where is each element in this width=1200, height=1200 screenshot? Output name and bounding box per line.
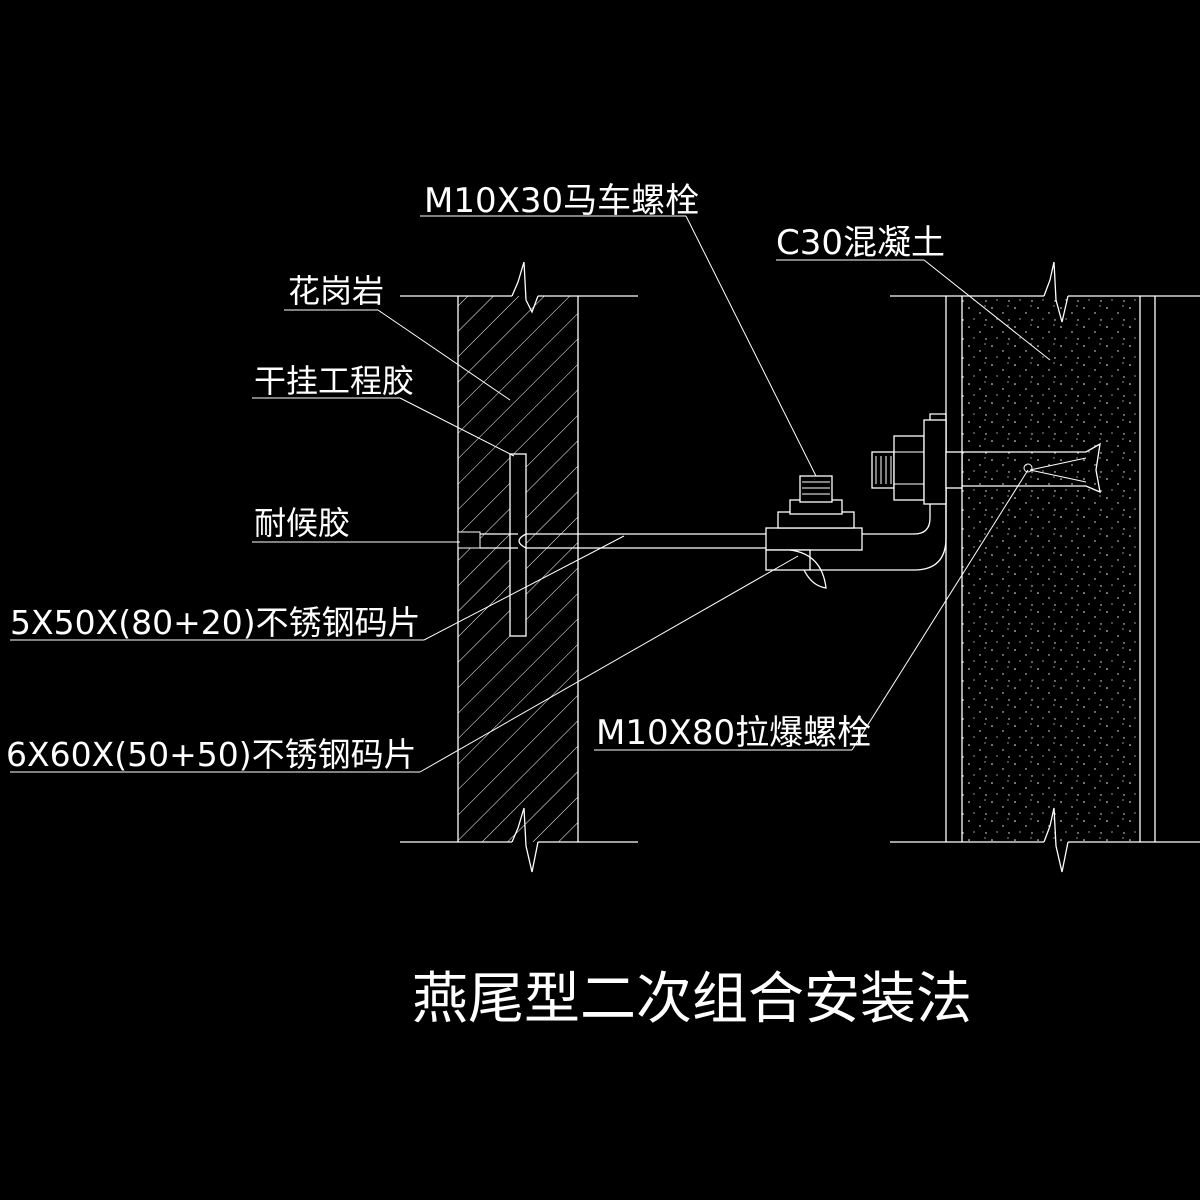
carriage-bolt xyxy=(777,475,855,529)
label-carriage-bolt: M10X30马车螺栓 xyxy=(424,181,699,221)
label-clip-large: 6X60X(50+50)不锈钢码片 xyxy=(6,735,417,774)
label-expansion-bolt: M10X80拉爆螺栓 xyxy=(596,713,871,753)
concrete-wall xyxy=(890,261,1200,873)
label-clip-small: 5X50X(80+20)不锈钢码片 xyxy=(10,603,421,642)
label-granite: 花岗岩 xyxy=(288,272,384,310)
expansion-bolt xyxy=(871,419,1101,505)
stainless-clip-large xyxy=(765,413,947,589)
label-dry-hang-adhesive: 干挂工程胶 xyxy=(254,362,414,400)
label-weather-sealant: 耐候胶 xyxy=(254,504,350,542)
leader-lines xyxy=(10,215,1051,773)
drawing-title: 燕尾型二次组合安装法 xyxy=(412,967,972,1032)
label-concrete: C30混凝土 xyxy=(776,223,945,263)
